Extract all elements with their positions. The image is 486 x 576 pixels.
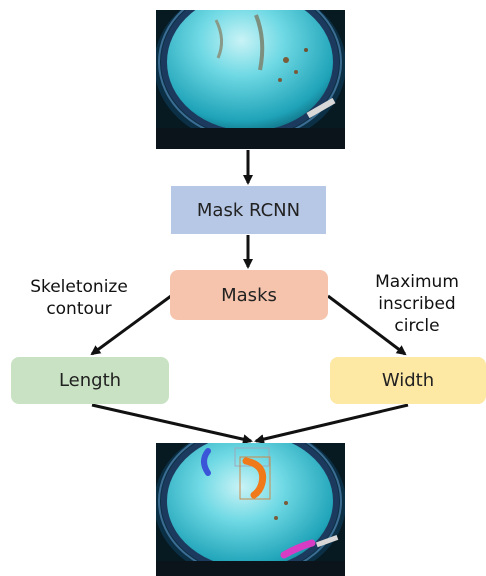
maximum-inscribed-circle-label: Maximum inscribed circle: [352, 271, 482, 337]
magenta-mask-shape: [280, 539, 316, 559]
length-box: Length: [11, 357, 169, 404]
circle-line-3: circle: [394, 316, 440, 336]
masks-box: Masks: [170, 270, 328, 320]
arrow-masks-to-length: [90, 294, 172, 356]
arrow-width-to-output: [254, 403, 409, 445]
width-label: Width: [381, 370, 435, 391]
width-box: Width: [330, 357, 486, 404]
circle-line-2: inscribed: [378, 294, 456, 314]
mask-rcnn-box: Mask RCNN: [171, 186, 326, 234]
input-image-graphic: [156, 10, 345, 149]
length-label: Length: [58, 370, 122, 391]
mask-rcnn-label: Mask RCNN: [196, 199, 301, 221]
output-image: [156, 443, 345, 576]
arrow-length-to-output: [91, 403, 253, 445]
skeletonize-line-1: Skeletonize: [30, 277, 128, 297]
orange-mask-shape: [242, 457, 267, 499]
detection-box: [239, 456, 271, 500]
skeletonize-contour-label: Skeletonize contour: [14, 276, 144, 320]
blue-mask-shape: [201, 448, 211, 476]
output-image-graphic: [156, 443, 345, 576]
arrow-masks-to-width: [327, 294, 407, 356]
circle-line-1: Maximum: [375, 272, 459, 292]
input-image: [156, 10, 345, 149]
skeletonize-line-2: contour: [46, 299, 112, 319]
masks-label: Masks: [221, 284, 277, 306]
